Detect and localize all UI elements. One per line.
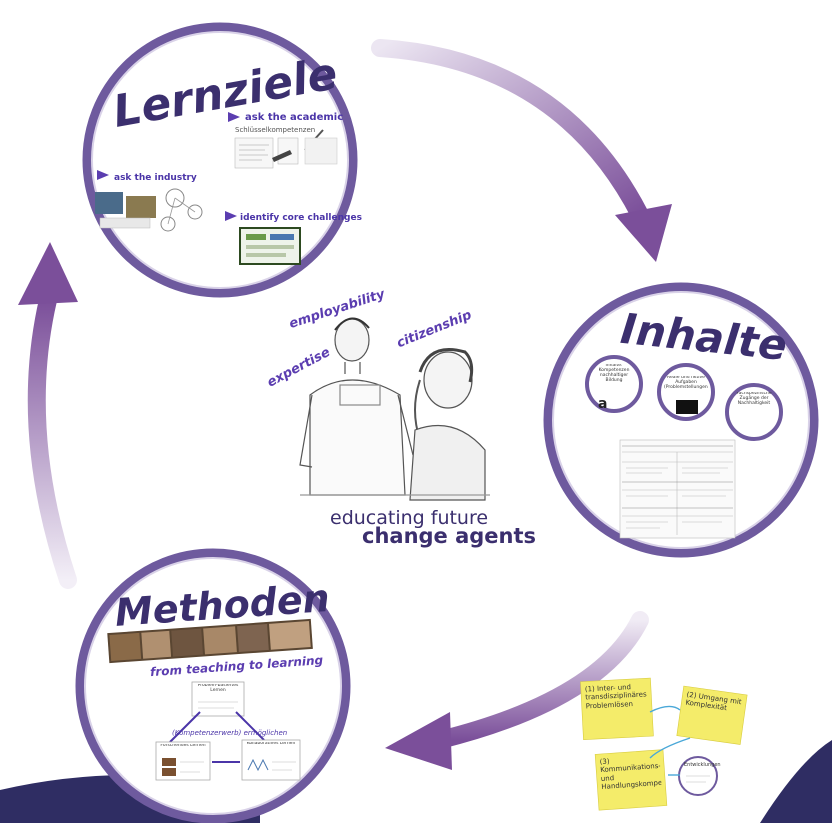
method-box-right[interactable]: Kollaboratives Lernen <box>241 739 301 781</box>
connector-line <box>235 711 265 741</box>
box-left-text: Forschendes Lernen <box>160 744 206 748</box>
connector-line <box>169 711 201 743</box>
center-caption: (Kompetenzerwerb) ermöglichen <box>172 729 287 737</box>
inhalte-bubble-1[interactable]: Inhalte: Kompetenzen nachhaltiger Bildun… <box>585 355 643 413</box>
method-box-left[interactable]: Forschendes Lernen <box>155 741 211 781</box>
center-illustration: employability expertise citizenship educ… <box>265 287 536 548</box>
cycle-arrow-bottom <box>385 611 649 770</box>
slogan-line-2: change agents <box>362 524 536 548</box>
bubble-2-text: Reale und fiktive Aufgaben (Problemstell… <box>664 376 708 390</box>
word-employability: employability <box>287 287 387 332</box>
note-4-text: Entwicklungen <box>684 762 721 768</box>
note-connector-arrow <box>649 737 691 759</box>
sticky-note-1[interactable]: (1) Inter- und transdisziplinäres Proble… <box>580 677 654 741</box>
word-citizenship: citizenship <box>395 308 474 352</box>
a-glyph: a <box>598 396 607 412</box>
arrow-icon <box>97 170 109 180</box>
cycle-arrow-left <box>18 242 78 589</box>
inhalte-bubble-3[interactable]: Fachspezifische Zugänge der Nachhaltigke… <box>725 383 783 441</box>
inhalte-bubble-2[interactable]: Reale und fiktive Aufgaben (Problemstell… <box>657 363 715 421</box>
inhalte-circle[interactable]: Inhalte Inhalte: Kompetenzen nachhaltige… <box>543 282 819 558</box>
box-top-text: Problem-basiertes Lernen <box>197 684 239 693</box>
small-circle-note[interactable]: Entwicklungen <box>678 756 721 796</box>
academic-thumbnail <box>234 129 338 169</box>
industry-thumbnail <box>95 188 203 232</box>
note-connector-arrow <box>649 705 681 713</box>
box-right-text: Kollaboratives Lernen <box>246 742 296 746</box>
cycle-arrow-top <box>371 39 672 262</box>
slogan-line-1: educating future <box>330 507 488 529</box>
note-1-text: (1) Inter- und transdisziplinäres Proble… <box>584 683 647 711</box>
ask-academic-label: ask the academic <box>245 112 343 123</box>
bubble-3-text: Fachspezifische Zugänge der Nachhaltigke… <box>736 392 772 406</box>
factory-icon <box>676 400 698 414</box>
core-challenges-label: identify core challenges <box>240 213 362 223</box>
method-box-top[interactable]: Problem-basiertes Lernen <box>191 681 245 717</box>
people-sketch <box>299 317 490 501</box>
sticky-notes: (1) Inter- und transdisziplinäres Proble… <box>580 677 748 811</box>
challenges-thumbnail <box>239 227 301 265</box>
arrow-icon <box>228 112 240 122</box>
bubble-1-text: Inhalte: Kompetenzen nachhaltiger Bildun… <box>598 364 630 383</box>
academic-subtitle: Schlüsselkompetenzen <box>235 126 315 134</box>
methoden-circle[interactable]: Methoden from teaching to learning Probl… <box>75 548 351 823</box>
word-expertise: expertise <box>265 345 333 391</box>
classroom-photo-strip <box>107 618 313 664</box>
inhalte-table-thumbnail <box>619 439 736 539</box>
ask-industry-label: ask the industry <box>114 173 197 183</box>
note-3-text: (3) Kommunikations- und Handlungskompete… <box>599 757 663 792</box>
arrow-icon <box>225 211 237 221</box>
bottom-band-right <box>760 740 832 823</box>
sticky-note-2[interactable]: (2) Umgang mit Komplexität <box>676 685 748 745</box>
sticky-note-3[interactable]: (3) Kommunikations- und Handlungskompete… <box>594 749 668 811</box>
lernziele-circle[interactable]: Lernziele ask the academic Schlüsselkomp… <box>82 22 362 298</box>
